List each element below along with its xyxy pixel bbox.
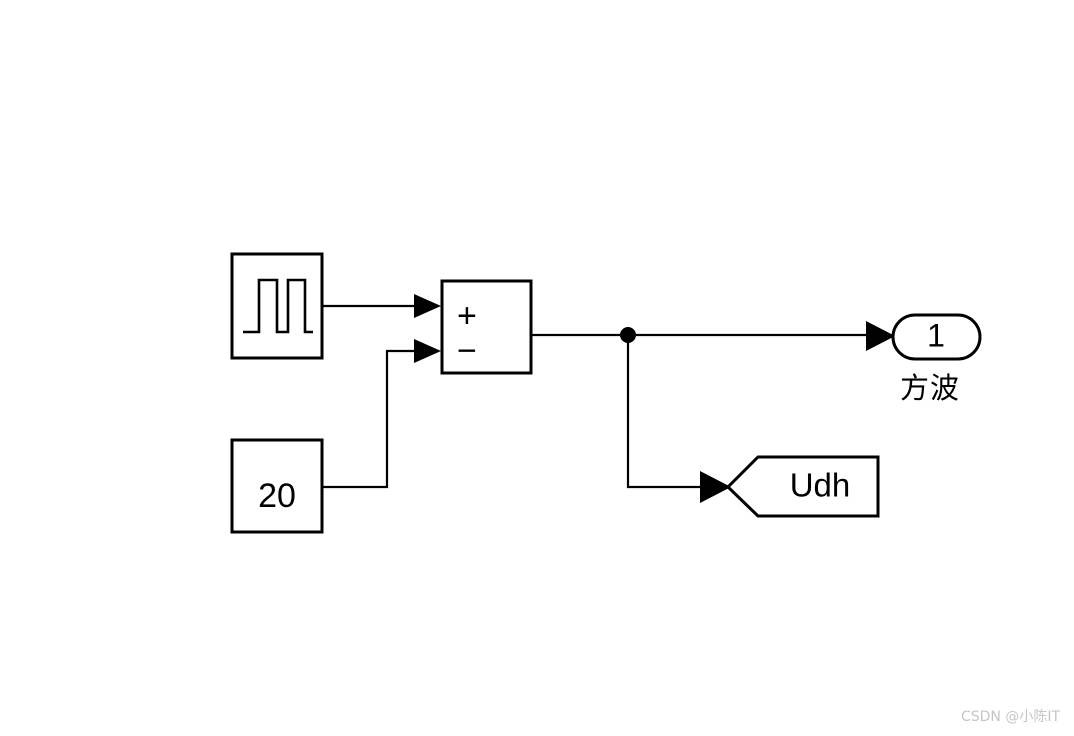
arrowhead-icon xyxy=(700,471,731,503)
outport-caption: 方波 xyxy=(900,371,961,405)
block-constant[interactable]: 20 xyxy=(230,438,324,534)
sum-plus-sign: + xyxy=(457,297,477,335)
sum-minus-sign: − xyxy=(457,332,477,370)
block-sum[interactable]: + − xyxy=(440,279,533,375)
outport-body xyxy=(891,313,982,361)
block-outport[interactable]: 1 xyxy=(891,313,982,361)
constant-body xyxy=(230,438,324,534)
wire-segment xyxy=(322,349,414,489)
watermark-text: CSDN @小陈IT xyxy=(960,709,1060,725)
signal-sum-to-outport[interactable] xyxy=(531,321,895,351)
arrowhead-icon xyxy=(414,294,441,318)
signal-branch-to-goto[interactable] xyxy=(626,335,731,503)
constant-value: 20 xyxy=(258,477,296,515)
signal-constant-to-sum-minus[interactable] xyxy=(322,339,441,489)
outport-number: 1 xyxy=(927,317,945,353)
square-wave-icon xyxy=(243,278,313,334)
goto-body xyxy=(725,455,880,518)
arrowhead-icon xyxy=(414,339,441,363)
wire-segment xyxy=(626,335,700,489)
block-goto[interactable]: Udh xyxy=(725,455,880,518)
arrowhead-icon xyxy=(866,321,895,351)
signal-branch-point[interactable] xyxy=(620,327,636,343)
sum-body xyxy=(440,279,533,375)
goto-tag: Udh xyxy=(790,467,851,504)
signal-pulse-to-sum-plus[interactable] xyxy=(322,294,441,318)
block-pulse-generator[interactable] xyxy=(230,252,324,360)
